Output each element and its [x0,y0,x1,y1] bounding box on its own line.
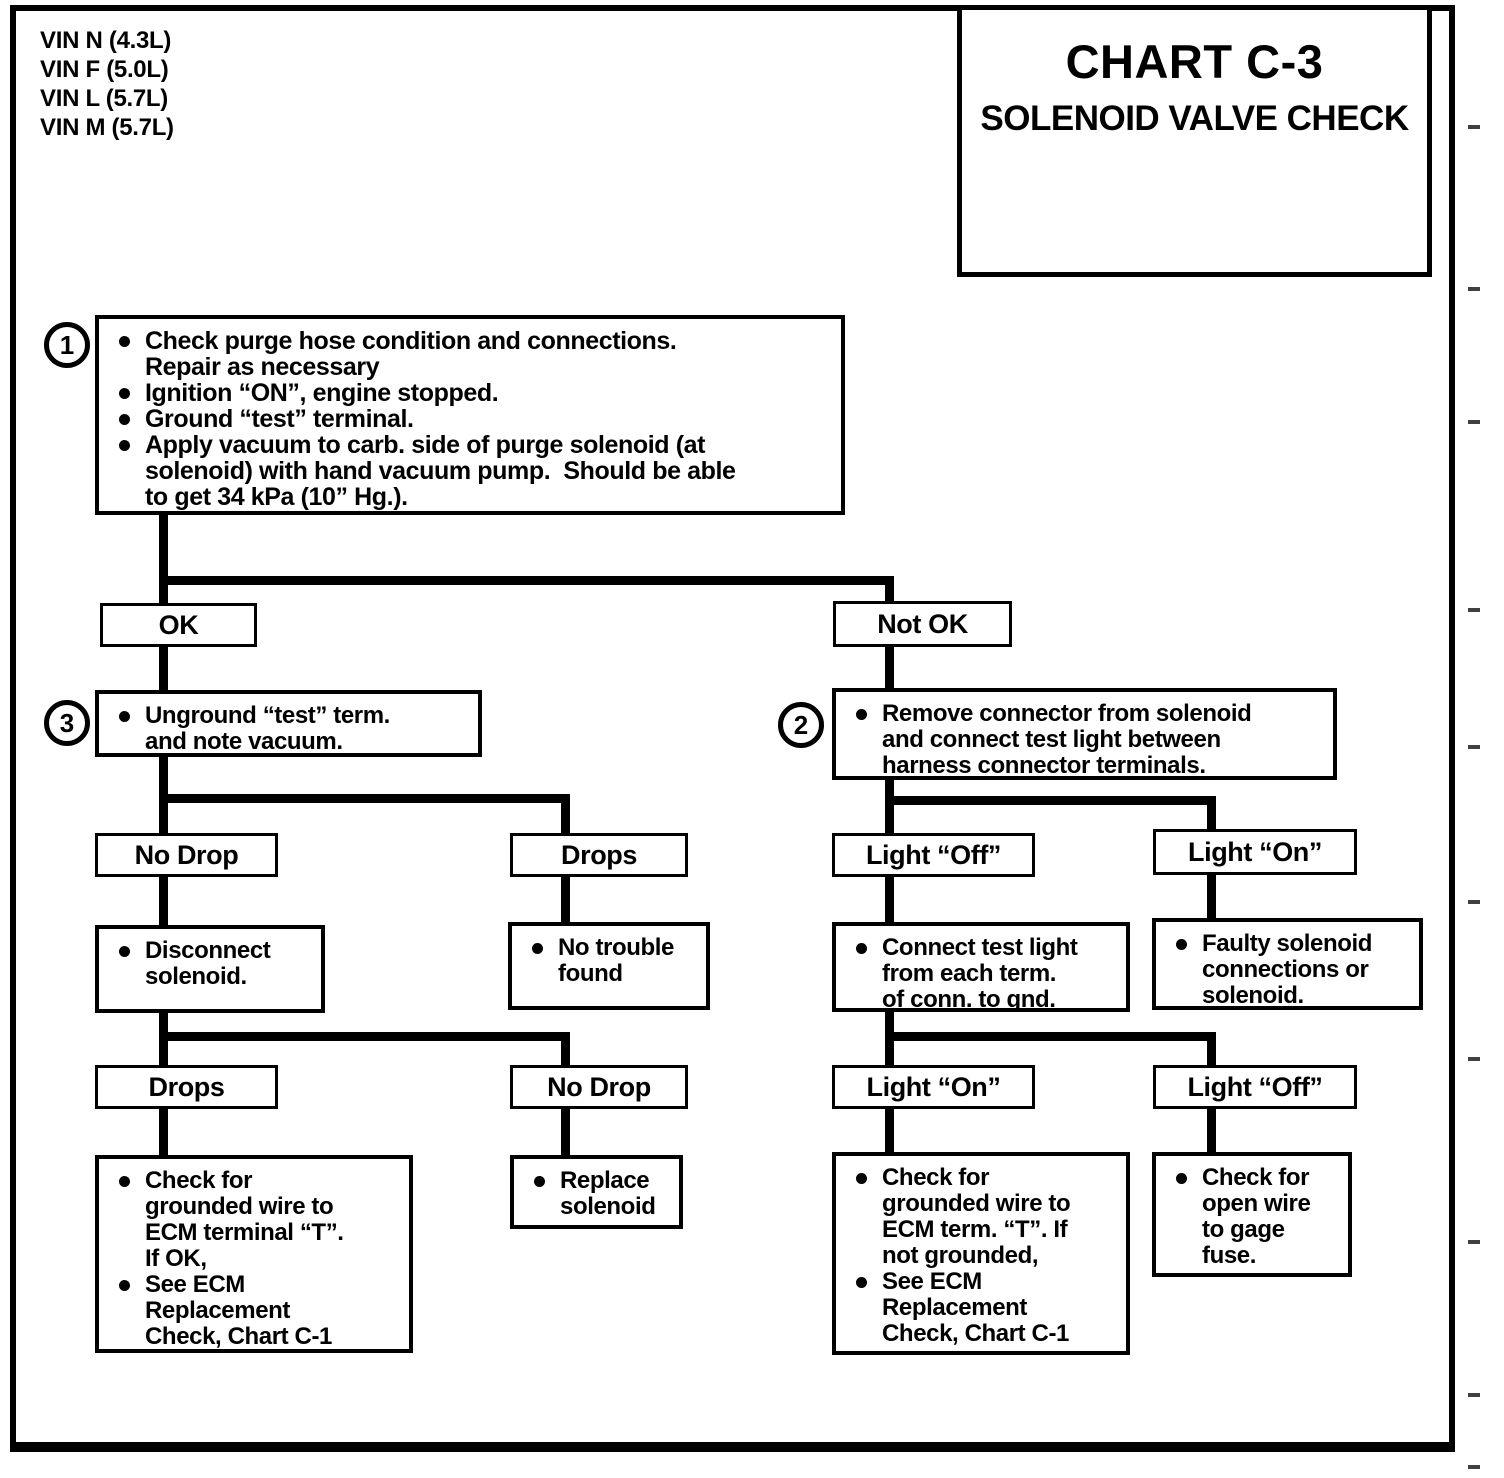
bullet-text: Unground “test” term. and note vacuum. [145,702,390,755]
page-border [10,5,1455,1452]
bullet-text: Check for grounded wire to ECM term. “T”… [882,1164,1071,1269]
bullet-text: Disconnect solenoid. [145,937,271,990]
vin-label: VIN L (5.7L) [40,85,168,112]
margin-tick [1468,1057,1480,1061]
vin-list: VIN N (4.3L) VIN F (5.0L) VIN L (5.7L) V… [40,26,174,142]
branch-light-on-1: Light “On” [1153,829,1357,875]
margin-tick [1468,287,1480,291]
connector-line [159,515,168,607]
bullet-icon [119,946,130,957]
connector-line [1207,875,1216,920]
margin-tick [1468,125,1480,129]
bullet-icon [856,1173,867,1184]
connector-line [885,645,894,690]
connector-line [561,875,570,924]
margin-tick [1468,608,1480,612]
branch-light-off-1: Light “Off” [832,833,1035,877]
bullet-text: Check purge hose condition and connectio… [145,327,677,381]
step-1-badge: 1 [44,322,90,368]
connector-line [159,576,894,585]
vin-label: VIN N (4.3L) [40,27,172,54]
vin-label: VIN M (5.7L) [40,114,174,141]
branch-drops-1: Drops [510,833,688,877]
bullet-icon [119,414,130,425]
bullet-text: See ECM Replacement Check, Chart C-1 [882,1268,1069,1347]
bullet-icon [534,1176,545,1187]
action-faulty-solenoid: Faulty solenoid connections or solenoid. [1152,918,1423,1010]
bullet-icon [856,709,867,720]
connector-line [159,794,570,803]
bullet-text: Connect test light from each term. of co… [882,934,1078,1013]
bullet-text: Faulty solenoid connections or solenoid. [1202,930,1373,1009]
action-no-trouble-found: No trouble found [508,922,710,1010]
connector-line [885,778,894,835]
margin-tick [1468,1465,1480,1469]
branch-ok: OK [100,603,257,647]
connector-line [159,1107,168,1157]
chart-title: CHART C-3 [1065,35,1324,88]
branch-light-on-2: Light “On” [832,1065,1035,1109]
bullet-text: Remove connector from solenoid and conne… [882,700,1252,779]
step-1-box: Check purge hose condition and connectio… [95,315,845,515]
bullet-text: Replace solenoid [560,1167,656,1220]
branch-no-drop-2: No Drop [510,1065,688,1109]
margin-tick [1468,1240,1480,1244]
bullet-text: Apply vacuum to carb. side of purge sole… [145,431,736,511]
connector-line [561,1107,570,1157]
connector-line [885,1107,894,1154]
bullet-text: Ignition “ON”, engine stopped. [145,379,499,407]
branch-drops-2: Drops [95,1065,278,1109]
vin-label: VIN F (5.0L) [40,56,169,83]
chart-subtitle: SOLENOID VALVE CHECK [980,99,1409,138]
action-disconnect-solenoid: Disconnect solenoid. [95,925,325,1013]
bullet-icon [856,943,867,954]
bullet-icon [119,1280,130,1291]
connector-line [561,794,570,835]
connector-line [885,576,894,607]
margin-tick [1468,1393,1480,1397]
action-connect-test-light: Connect test light from each term. of co… [832,922,1130,1013]
bullet-icon [119,388,130,399]
bullet-text: See ECM Replacement Check, Chart C-1 [145,1271,332,1350]
connector-line [159,875,168,927]
action-check-open-wire: Check for open wire to gage fuse. [1152,1152,1352,1277]
margin-tick [1468,900,1480,904]
action-check-grounded-wire-left: Check for grounded wire to ECM terminal … [95,1155,413,1353]
branch-light-off-2: Light “Off” [1153,1065,1357,1109]
bullet-icon [119,711,130,722]
margin-tick [1468,420,1480,424]
bullet-icon [119,440,130,451]
connector-line [1207,796,1216,835]
step-2-badge: 2 [778,702,824,748]
bullet-text: Check for grounded wire to ECM terminal … [145,1167,344,1272]
connector-line [885,875,894,924]
bullet-text: Ground “test” terminal. [145,405,414,433]
step-2-box: Remove connector from solenoid and conne… [832,688,1337,780]
margin-tick [1468,745,1480,749]
connector-line [561,1032,570,1068]
bullet-icon [532,943,543,954]
connector-line [885,796,1216,805]
branch-no-drop-1: No Drop [95,833,278,877]
connector-line [159,1032,570,1041]
bullet-icon [856,1277,867,1288]
connector-line [885,1032,1216,1041]
branch-not-ok: Not OK [833,601,1012,647]
bullet-text: Check for open wire to gage fuse. [1202,1164,1311,1269]
connector-line [159,645,168,692]
bullet-icon [119,1176,130,1187]
bullet-text: No trouble found [558,934,674,987]
bullet-icon [1176,939,1187,950]
chart-title-box: CHART C-3 SOLENOID VALVE CHECK [957,5,1432,277]
step-3-box: Unground “test” term. and note vacuum. [95,690,482,757]
bullet-icon [119,336,130,347]
bullet-icon [1176,1173,1187,1184]
connector-line [1207,1107,1216,1154]
step-3-badge: 3 [44,700,90,746]
action-check-grounded-wire-right: Check for grounded wire to ECM term. “T”… [832,1152,1130,1355]
connector-line [1207,1032,1216,1068]
action-replace-solenoid: Replace solenoid [510,1155,683,1229]
